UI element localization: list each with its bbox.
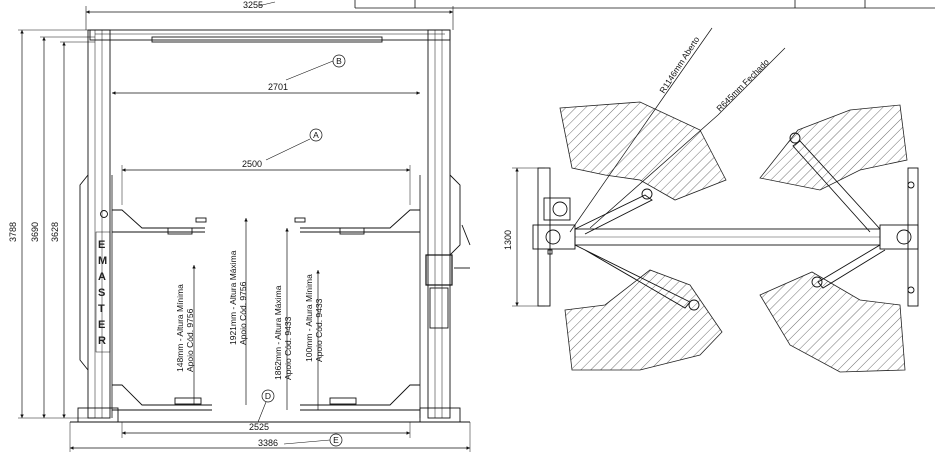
marker-a: A xyxy=(313,130,319,140)
dim-top-width-text: 3255 xyxy=(243,0,263,10)
right-column xyxy=(419,29,471,423)
top-left-post xyxy=(532,167,576,307)
swing-area-top-left xyxy=(559,101,727,201)
dim-2525-text: 2525 xyxy=(249,422,269,432)
title-block-table xyxy=(354,0,935,9)
dim-3386: 3386 E xyxy=(69,422,471,452)
swing-area-top-right xyxy=(759,104,908,191)
inner-posts xyxy=(111,175,421,418)
dim-1300-text: 1300 xyxy=(503,230,513,250)
brand-letter-1: E xyxy=(98,239,105,251)
right-max-line2: Apoio Cód. 9433 xyxy=(283,316,293,380)
dim-height-column: 3690 xyxy=(30,222,40,242)
dim-height-total: 3788 xyxy=(8,222,18,242)
marker-e: E xyxy=(333,435,339,445)
marker-b: B xyxy=(336,56,342,66)
brand-text: E M A S T E R xyxy=(95,231,111,353)
right-max-line1: 1862mm - Altura Máxima xyxy=(273,285,283,380)
lower-arms xyxy=(112,384,420,411)
left-min-line1: 148mm - Altura Mínima xyxy=(175,284,185,372)
left-max-line2: Apoio Cód. 9756 xyxy=(238,281,248,345)
dim-1300: 1300 xyxy=(503,167,545,307)
dim-height-inner: 3628 xyxy=(50,222,60,242)
dim-2525: 2525 D xyxy=(121,389,411,438)
radius-open-label: R1146mm Aberto xyxy=(657,34,701,95)
swing-area-bottom-right xyxy=(759,271,906,373)
right-min-line2: Apoio Cód. 9433 xyxy=(314,298,324,362)
brand-letter-6: E xyxy=(98,319,105,331)
left-column xyxy=(77,29,119,423)
right-min-line1: 100mm - Altura Mínima xyxy=(304,274,314,362)
top-right-post xyxy=(879,167,919,307)
dim-2500-text: 2500 xyxy=(242,159,262,169)
dim-2500: 2500 A xyxy=(121,128,411,205)
brand-letter-3: A xyxy=(98,271,106,283)
radius-closed-label: R645mm Fechado xyxy=(714,57,771,114)
brand-letter-7: R xyxy=(98,335,106,347)
swing-area-bottom-left xyxy=(564,269,723,371)
radius-leaders xyxy=(569,27,786,233)
top-beam xyxy=(89,29,451,43)
left-min-line2: Apoio Cód. 9756 xyxy=(185,308,195,372)
top-view-arms xyxy=(574,132,886,311)
upper-arms xyxy=(112,209,420,235)
dim-2701: 2701 B xyxy=(112,54,420,95)
dim-heights xyxy=(18,29,95,419)
dim-3386-text: 3386 xyxy=(258,438,278,448)
top-beam-plan xyxy=(574,228,881,246)
brand-letter-5: T xyxy=(98,303,105,315)
brand-letter-2: M xyxy=(98,255,107,267)
front-view: 3255 3788 3690 3628 xyxy=(8,0,471,452)
brand-letter-4: S xyxy=(98,287,105,299)
left-max-line1: 1921mm - Altura Máxima xyxy=(228,250,238,345)
dim-top-width: 3255 xyxy=(85,0,454,30)
dim-2701-text: 2701 xyxy=(268,82,288,92)
height-markers xyxy=(192,218,320,410)
top-view: 1300 xyxy=(503,27,919,373)
marker-d: D xyxy=(265,391,271,401)
